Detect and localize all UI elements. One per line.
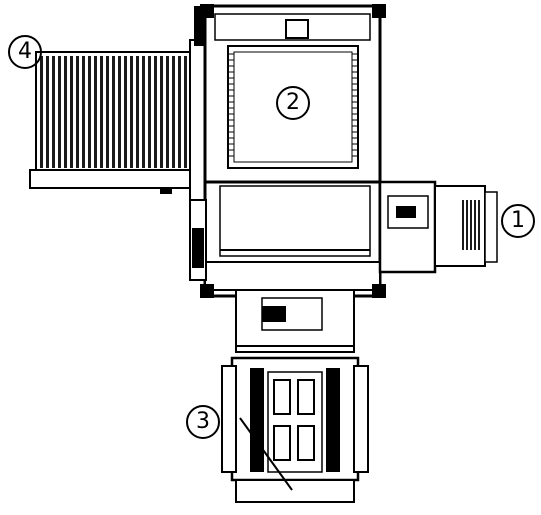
grille-bar — [112, 56, 115, 168]
grille-bar — [82, 56, 85, 168]
corner-block-tr — [372, 4, 386, 18]
corner-block-br — [372, 284, 386, 298]
corner-block-bl — [200, 284, 214, 298]
grille-bar — [470, 200, 472, 250]
grille-bar — [474, 200, 476, 250]
grille-bar — [58, 56, 61, 168]
grille-bar — [52, 56, 55, 168]
chamber-side-ribs — [229, 53, 357, 157]
grille-bar — [94, 56, 97, 168]
grille-bar — [46, 56, 49, 168]
grille-bar — [154, 56, 157, 168]
grille-bar — [70, 56, 73, 168]
grille-bar — [466, 200, 468, 250]
grille-bar — [478, 200, 480, 250]
callout-1: 1 — [501, 204, 535, 238]
grille-bar — [142, 56, 145, 168]
conveyor-base-plate — [29, 169, 209, 189]
grille-bar — [172, 56, 175, 168]
grille-bar — [166, 56, 169, 168]
grille-bar — [148, 56, 151, 168]
side-unit-section-1 — [378, 180, 498, 274]
corner-block-tl — [200, 4, 214, 18]
grille-bar — [136, 56, 139, 168]
bottom-unit-section-3 — [221, 356, 369, 503]
grille-bar — [462, 200, 464, 250]
lower-compartment — [219, 185, 371, 257]
grille-bar — [40, 56, 43, 168]
frame-base — [204, 261, 381, 291]
side-actuator — [192, 228, 204, 268]
grille-bar — [106, 56, 109, 168]
grille-bar — [160, 56, 163, 168]
callout-2: 2 — [276, 86, 310, 120]
conveyor-section-4 — [29, 6, 209, 201]
grille-bar — [184, 56, 187, 168]
grille-bar — [88, 56, 91, 168]
grille-bar — [124, 56, 127, 168]
grille-bar — [118, 56, 121, 168]
transfer-connector — [235, 289, 355, 353]
callout-4: 4 — [8, 35, 42, 69]
top-bracket — [285, 19, 309, 39]
grille-bar — [76, 56, 79, 168]
callout-3: 3 — [186, 405, 220, 439]
grille-bar — [130, 56, 133, 168]
grille-bar — [64, 56, 67, 168]
conveyor-foot — [160, 188, 172, 194]
grille-bar — [100, 56, 103, 168]
conveyor-grille — [40, 56, 187, 168]
grille-bar — [178, 56, 181, 168]
main-frame — [189, 4, 386, 298]
side-unit-grille — [462, 200, 480, 250]
